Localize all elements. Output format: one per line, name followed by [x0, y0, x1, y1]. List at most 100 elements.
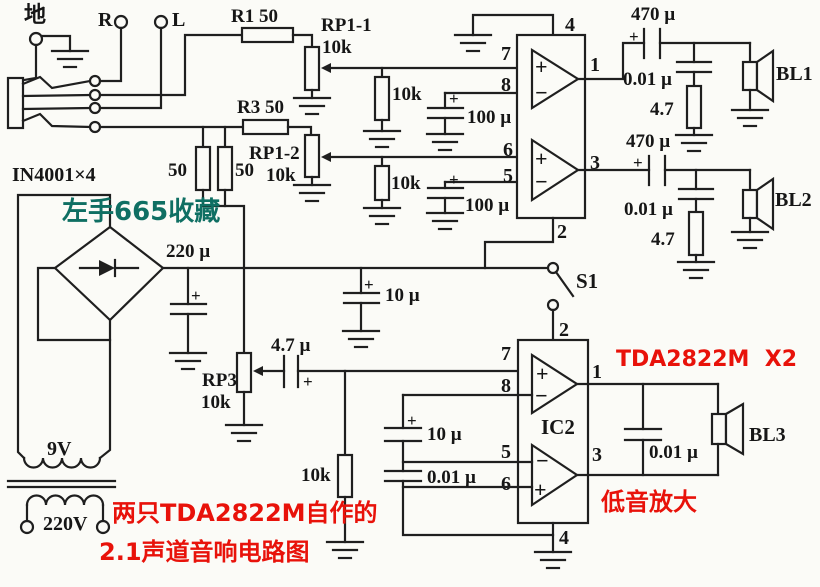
label-470u-2: 470 µ [626, 131, 670, 152]
label-r3: R3 50 [237, 97, 284, 118]
ground-symbol [533, 550, 573, 570]
label-bl1: BL1 [776, 63, 813, 85]
opamp-plus-sign: + [535, 146, 548, 171]
resistor-10k-sub [325, 369, 365, 560]
label-rp1-1: RP1-1 [321, 15, 372, 36]
resistor-10k-right-ch [362, 66, 402, 149]
label-50-right: 50 [235, 160, 254, 181]
label-rp3: RP3 [202, 370, 237, 391]
label-bl3: BL3 [749, 424, 786, 446]
pin-ic1-5: 5 [503, 165, 513, 187]
opamp-minus-sign: − [535, 80, 548, 105]
label-100u-2: 100 µ [465, 195, 509, 216]
ground-symbol [425, 211, 465, 231]
pot-rp1-2 [292, 133, 534, 203]
opamp-minus-sign: − [536, 448, 549, 473]
pin-ic1-2: 2 [557, 221, 567, 243]
label-10u-rail: 10 µ [385, 285, 420, 306]
cap-220u [168, 266, 208, 371]
label-10k-left: 10k [391, 173, 421, 194]
pin-ic2-3: 3 [592, 444, 602, 466]
ground-symbol [292, 96, 332, 116]
pin-ic1-6: 6 [503, 139, 513, 161]
label-r1: R1 50 [231, 6, 278, 27]
opamp-plus-sign: + [535, 54, 548, 79]
label-ic2: IC2 [541, 415, 575, 439]
cap-plus-sign: + [407, 411, 417, 430]
pin-ic2-8: 8 [501, 375, 511, 397]
resistor-50-left [194, 125, 212, 208]
ground-symbol [50, 49, 90, 69]
label-4r7-2: 4.7 [651, 229, 675, 250]
resistor-50-right [216, 125, 234, 208]
label-50-left: 50 [168, 160, 187, 181]
bridge-rectifier [16, 193, 165, 460]
label-rp1-1-value: 10k [322, 37, 352, 58]
ic2-feedback-chain [383, 393, 555, 537]
pin-ic1-1: 1 [590, 54, 600, 76]
ground-symbol [676, 260, 716, 280]
label-input-l: L [172, 9, 185, 31]
label-470u-1: 470 µ [631, 4, 675, 25]
output-sub [575, 382, 745, 477]
ground-symbol [362, 206, 402, 226]
label-4u7: 4.7 µ [271, 335, 311, 356]
pin-ic1-3: 3 [590, 152, 600, 174]
output-ch1 [576, 27, 775, 153]
label-001u-bl3: 0.01 µ [649, 442, 698, 463]
pin-ic2-7: 7 [501, 343, 511, 365]
resistor-r3 [241, 118, 313, 137]
cap-plus-sign: + [191, 286, 201, 305]
cap-plus-sign: + [633, 153, 643, 172]
pin-ic2-5: 5 [501, 441, 511, 463]
label-001u-1: 0.01 µ [623, 69, 672, 90]
label-001u-2: 0.01 µ [624, 199, 673, 220]
ground-symbol [362, 129, 402, 149]
pin-ic1-7: 7 [501, 43, 511, 65]
opamp-minus-sign: − [535, 169, 548, 194]
cap-plus-sign: + [449, 89, 459, 108]
label-10k-sub: 10k [301, 465, 331, 486]
switch-s1 [546, 261, 575, 342]
ground-symbol [730, 230, 770, 250]
label-9v: 9V [47, 438, 72, 460]
label-4r7-1: 4.7 [650, 99, 674, 120]
cap-plus-sign: + [364, 275, 374, 294]
resistor-r1 [240, 26, 314, 49]
cap-4u7 [261, 354, 534, 389]
label-rp1-2-value: 10k [266, 165, 296, 186]
ic2-block [516, 338, 590, 570]
ground-terminal [22, 31, 90, 82]
label-ground: 地 [24, 3, 46, 28]
ground-symbol [453, 33, 493, 53]
pin-ic1-8: 8 [501, 74, 511, 96]
label-001u-ic2: 0.01 µ [427, 467, 476, 488]
label-10u-ic2: 10 µ [427, 424, 462, 445]
label-in4001: IN4001×4 [12, 164, 96, 186]
ground-symbol [325, 540, 365, 560]
ground-symbol [224, 423, 264, 443]
pin-ic2-1: 1 [592, 361, 602, 383]
headphone-jack [6, 74, 102, 134]
title-line1: 两只TDA2822M自作的 [112, 499, 378, 527]
input-terminals [98, 14, 245, 129]
label-s1: S1 [576, 269, 598, 293]
label-100u-1: 100 µ [467, 107, 511, 128]
opamp-minus-sign: − [535, 383, 548, 408]
opamp-plus-sign: + [536, 361, 549, 386]
output-ch2 [576, 154, 775, 280]
ground-symbol [292, 183, 332, 203]
label-rp3-value: 10k [201, 392, 231, 413]
transformer [6, 456, 117, 535]
pin-ic1-4: 4 [565, 14, 575, 36]
cap-10u-rail [341, 266, 381, 349]
pot-rp1-1 [292, 45, 534, 116]
watermark-text: 左手665收藏 [62, 197, 220, 227]
opamp-plus-sign: + [534, 477, 547, 502]
label-rp1-2: RP1-2 [249, 143, 300, 164]
label-bl2: BL2 [775, 189, 812, 211]
resistor-10k-left-ch [362, 155, 402, 226]
ic1-block [453, 13, 587, 270]
